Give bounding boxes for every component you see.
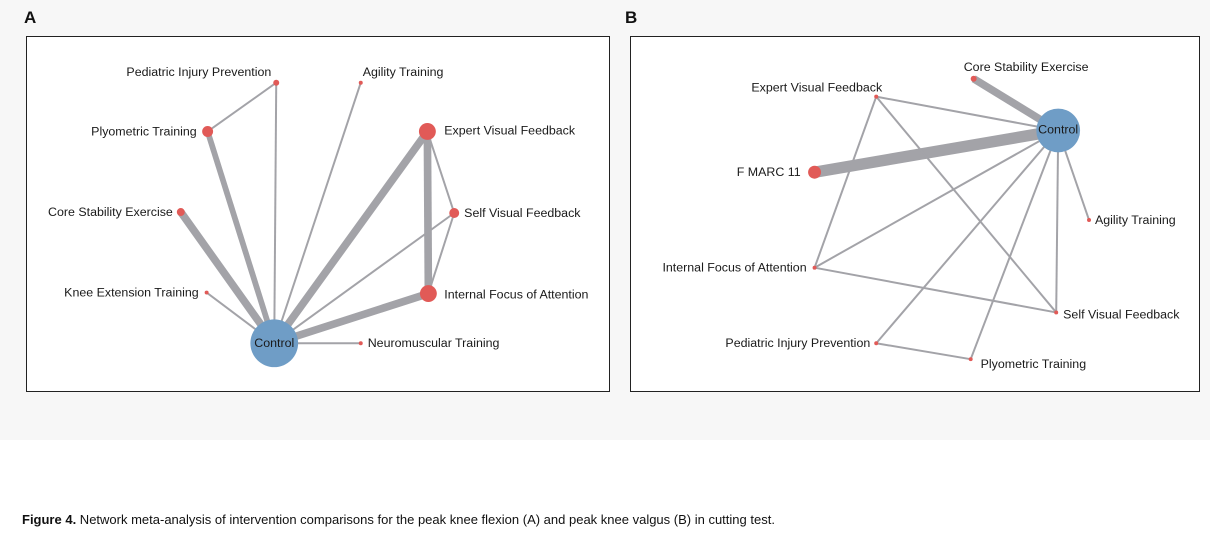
node-control xyxy=(250,319,299,368)
node-label-ifa: Internal Focus of Attention xyxy=(662,261,806,275)
node-plyo xyxy=(202,125,214,137)
node-neuro xyxy=(358,341,363,346)
node-label-pip: Pediatric Injury Prevention xyxy=(126,65,271,79)
node-label-control: Control xyxy=(1038,122,1078,136)
node-label-agility: Agility Training xyxy=(1095,213,1176,227)
edge-pip-plyo xyxy=(876,342,971,361)
caption-label: Figure 4. xyxy=(22,512,77,527)
node-label-core: Core Stability Exercise xyxy=(48,205,173,219)
node-label-plyo: Plyometric Training xyxy=(981,357,1087,371)
edge-evf-ifa xyxy=(813,96,878,269)
node-ifa xyxy=(812,265,817,270)
edge-control-plyo xyxy=(969,130,1060,360)
node-evf xyxy=(418,123,436,140)
node-label-svf: Self Visual Feedback xyxy=(1063,307,1180,321)
node-label-control: Control xyxy=(254,336,294,350)
edge-control-ifa xyxy=(273,289,430,347)
edge-control-agility xyxy=(273,82,362,344)
edge-control-evf xyxy=(876,95,1059,132)
edge-control-core xyxy=(177,209,278,346)
nodes-a: Control Pediatric Injury Prevention Agilit… xyxy=(48,65,589,368)
node-agility xyxy=(358,80,363,85)
node-evf xyxy=(874,94,879,99)
edge-control-evf xyxy=(271,129,431,346)
edge-control-pip xyxy=(273,82,278,344)
edge-evf-ifa xyxy=(423,131,433,294)
node-label-agility: Agility Training xyxy=(363,65,444,79)
node-label-evf: Expert Visual Feedback xyxy=(751,81,883,95)
node-label-ifa: Internal Focus of Attention xyxy=(444,288,588,302)
edge-evf-svf xyxy=(875,96,1057,314)
node-ifa xyxy=(419,285,437,303)
node-label-svf: Self Visual Feedback xyxy=(464,206,581,220)
node-control xyxy=(1036,108,1081,153)
node-agility xyxy=(1087,217,1092,222)
node-pip xyxy=(874,341,879,346)
node-core xyxy=(176,208,185,216)
node-plyo xyxy=(968,357,973,362)
edge-svf-ifa xyxy=(427,212,456,294)
figure-caption: Figure 4. Network meta-analysis of inter… xyxy=(22,512,1202,527)
edges-a xyxy=(177,81,456,347)
node-label-knee: Knee Extension Training xyxy=(64,286,199,300)
edge-control-ifa xyxy=(814,129,1059,269)
edge-control-svf xyxy=(1055,130,1060,313)
node-label-core: Core Stability Exercise xyxy=(964,60,1089,74)
edge-ifa-svf xyxy=(814,266,1057,314)
edge-control-fmarc xyxy=(813,124,1060,178)
node-label-neuro: Neuromuscular Training xyxy=(368,336,500,350)
edge-evf-svf xyxy=(426,131,456,214)
node-core xyxy=(970,75,977,82)
edge-control-plyo xyxy=(204,130,277,345)
network-diagram-a: Control Pediatric Injury Prevention Agilit… xyxy=(26,36,610,392)
node-svf xyxy=(449,208,460,218)
node-pip xyxy=(273,79,280,86)
edge-control-pip xyxy=(875,129,1059,344)
panel-b-letter: B xyxy=(625,8,638,27)
edge-pip-plyo xyxy=(207,81,277,133)
node-label-fmarc: F MARC 11 xyxy=(737,165,801,179)
panel-a-letter: A xyxy=(24,8,37,27)
node-label-plyo: Plyometric Training xyxy=(91,124,197,138)
node-label-evf: Expert Visual Feedback xyxy=(444,123,576,137)
node-svf xyxy=(1054,310,1059,315)
node-label-pip: Pediatric Injury Prevention xyxy=(725,336,870,350)
caption-text: Network meta-analysis of intervention co… xyxy=(76,512,775,527)
node-knee xyxy=(204,290,209,295)
node-fmarc xyxy=(808,165,822,179)
